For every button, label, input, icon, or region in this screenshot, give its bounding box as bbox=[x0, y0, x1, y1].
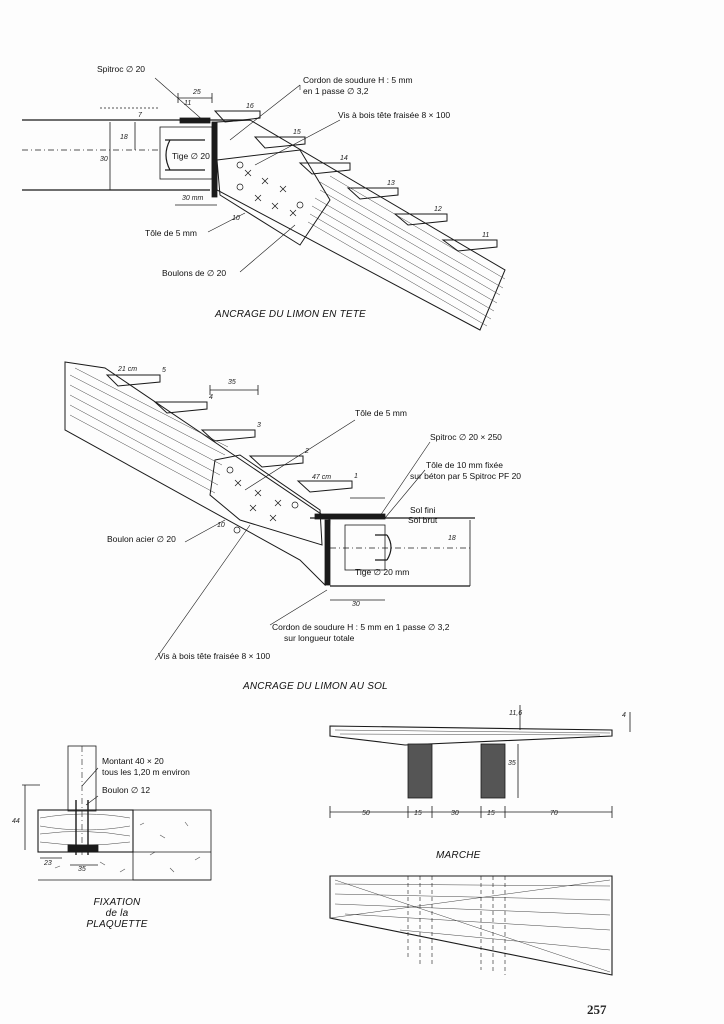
figure3-wood-grain bbox=[39, 813, 131, 846]
fig3-caption: FIXATION de la PLAQUETTE bbox=[82, 897, 152, 930]
fig2-dim-30: 30 bbox=[352, 601, 360, 608]
fig4-caption: MARCHE bbox=[436, 850, 481, 861]
figure4-post-projections bbox=[407, 876, 506, 975]
fig2-step-3: 3 bbox=[257, 422, 261, 429]
figure1-drawing bbox=[22, 77, 506, 331]
fig4-dim-11: 11,6 bbox=[509, 710, 523, 717]
fig2-step-4: 4 bbox=[209, 394, 213, 401]
fig1-tole-label: Tôle de 5 mm bbox=[145, 228, 197, 238]
fig1-step-12: 12 bbox=[434, 206, 442, 213]
fig1-spitroc-label: Spitroc ∅ 20 bbox=[97, 64, 146, 74]
fig4-dim-50: 50 bbox=[362, 810, 370, 817]
page-number: 257 bbox=[587, 1002, 607, 1017]
fig3-dim-35: 35 bbox=[78, 866, 86, 873]
fig2-boulon-label: Boulon acier ∅ 20 bbox=[107, 534, 176, 544]
fig1-tige-label: Tige ∅ 20 bbox=[172, 151, 210, 161]
fig1-vis-label: Vis à bois tête fraisée 8 × 100 bbox=[338, 110, 451, 120]
fig1-step-16: 16 bbox=[246, 103, 254, 110]
fig2-dim-10: 10 bbox=[217, 522, 225, 529]
fig1-caption: ANCRAGE DU LIMON EN TETE bbox=[215, 309, 366, 320]
fig2-vis-label: Vis à bois tête fraisée 8 × 100 bbox=[158, 651, 271, 661]
fig4-dim-15a: 15 bbox=[414, 810, 422, 817]
fig1-dim-30mm: 30 mm bbox=[182, 195, 204, 202]
fig3-boulon-label: Boulon ∅ 12 bbox=[102, 785, 151, 795]
figure2-bolts bbox=[226, 466, 299, 534]
figure1-bolts bbox=[236, 161, 304, 217]
figure4-plan-grain bbox=[329, 879, 611, 973]
fig4-dim-30: 30 bbox=[451, 810, 459, 817]
fig2-caption: ANCRAGE DU LIMON AU SOL bbox=[243, 681, 388, 692]
fig1-step-11: 11 bbox=[482, 232, 490, 239]
fig1-dim-11: 11 bbox=[184, 100, 192, 107]
fig2-dim-21: 21 cm bbox=[118, 366, 138, 373]
figure2-drawing bbox=[64, 361, 475, 661]
fig1-dim-25: 25 bbox=[193, 89, 201, 96]
fig3-caption-line2: de la bbox=[105, 908, 129, 919]
figure2-wood-grain bbox=[69, 367, 229, 494]
fig2-dim-35: 35 bbox=[228, 379, 236, 386]
fig2-spitroc-label: Spitroc ∅ 20 × 250 bbox=[430, 432, 502, 442]
figure1-steps bbox=[213, 110, 498, 252]
fig2-dim-47: 47 cm bbox=[312, 474, 332, 481]
fig3-montant-label-line1: Montant 40 × 20 bbox=[102, 756, 164, 766]
fig2-cordon-label-line2: sur longueur totale bbox=[284, 633, 355, 643]
figure3-drawing bbox=[22, 745, 212, 881]
fig1-cordon-label-line1: Cordon de soudure H : 5 mm bbox=[303, 75, 413, 85]
figure1-wood-grain bbox=[307, 175, 506, 327]
fig1-cordon-label-line2: en 1 passe ∅ 3,2 bbox=[303, 86, 369, 96]
figure3-concrete bbox=[54, 821, 201, 873]
fig2-step-1: 1 bbox=[354, 473, 358, 480]
fig1-dim-10: 10 bbox=[232, 215, 240, 222]
figure4-wood-grain bbox=[334, 729, 611, 736]
fig3-dim-23: 23 bbox=[44, 860, 52, 867]
fig3-dim-44: 44 bbox=[12, 818, 20, 825]
fig1-step-13: 13 bbox=[387, 180, 395, 187]
fig2-sol-fini-label: Sol fini bbox=[410, 505, 436, 515]
figure4-drawing bbox=[329, 705, 631, 976]
fig3-caption-line3: PLAQUETTE bbox=[86, 919, 148, 930]
fig2-step-5: 5 bbox=[162, 367, 166, 374]
fig2-cordon-label-line1: Cordon de soudure H : 5 mm en 1 passe ∅ … bbox=[272, 622, 450, 632]
fig4-dim-4: 4 bbox=[622, 712, 626, 719]
fig2-tole-label: Tôle de 5 mm bbox=[355, 408, 407, 418]
fig2-sol-brut-label: Sol brut bbox=[408, 515, 438, 525]
figure2-steps bbox=[105, 374, 353, 493]
fig1-dim-18: 18 bbox=[120, 134, 128, 141]
fig1-step-15: 15 bbox=[293, 129, 301, 136]
fig1-step-14: 14 bbox=[340, 155, 348, 162]
fig2-tole10-label-line2: sur béton par 5 Spitroc PF 20 bbox=[410, 471, 522, 481]
fig4-dim-15b: 15 bbox=[487, 810, 495, 817]
fig1-dim-30: 30 bbox=[100, 156, 108, 163]
fig2-tole10-label-line1: Tôle de 10 mm fixée bbox=[426, 460, 504, 470]
fig1-boulons-label: Boulons de ∅ 20 bbox=[162, 268, 227, 278]
fig2-dim-18: 18 bbox=[448, 535, 456, 542]
fig4-dim-70: 70 bbox=[550, 810, 558, 817]
fig3-caption-line1: FIXATION bbox=[93, 897, 141, 908]
fig3-montant-label-line2: tous les 1,20 m environ bbox=[102, 767, 190, 777]
fig2-step-2: 2 bbox=[305, 448, 309, 455]
fig4-dim-35: 35 bbox=[508, 760, 516, 767]
fig2-tige-label: Tige ∅ 20 mm bbox=[355, 567, 410, 577]
fig1-dim-7: 7 bbox=[138, 112, 142, 119]
